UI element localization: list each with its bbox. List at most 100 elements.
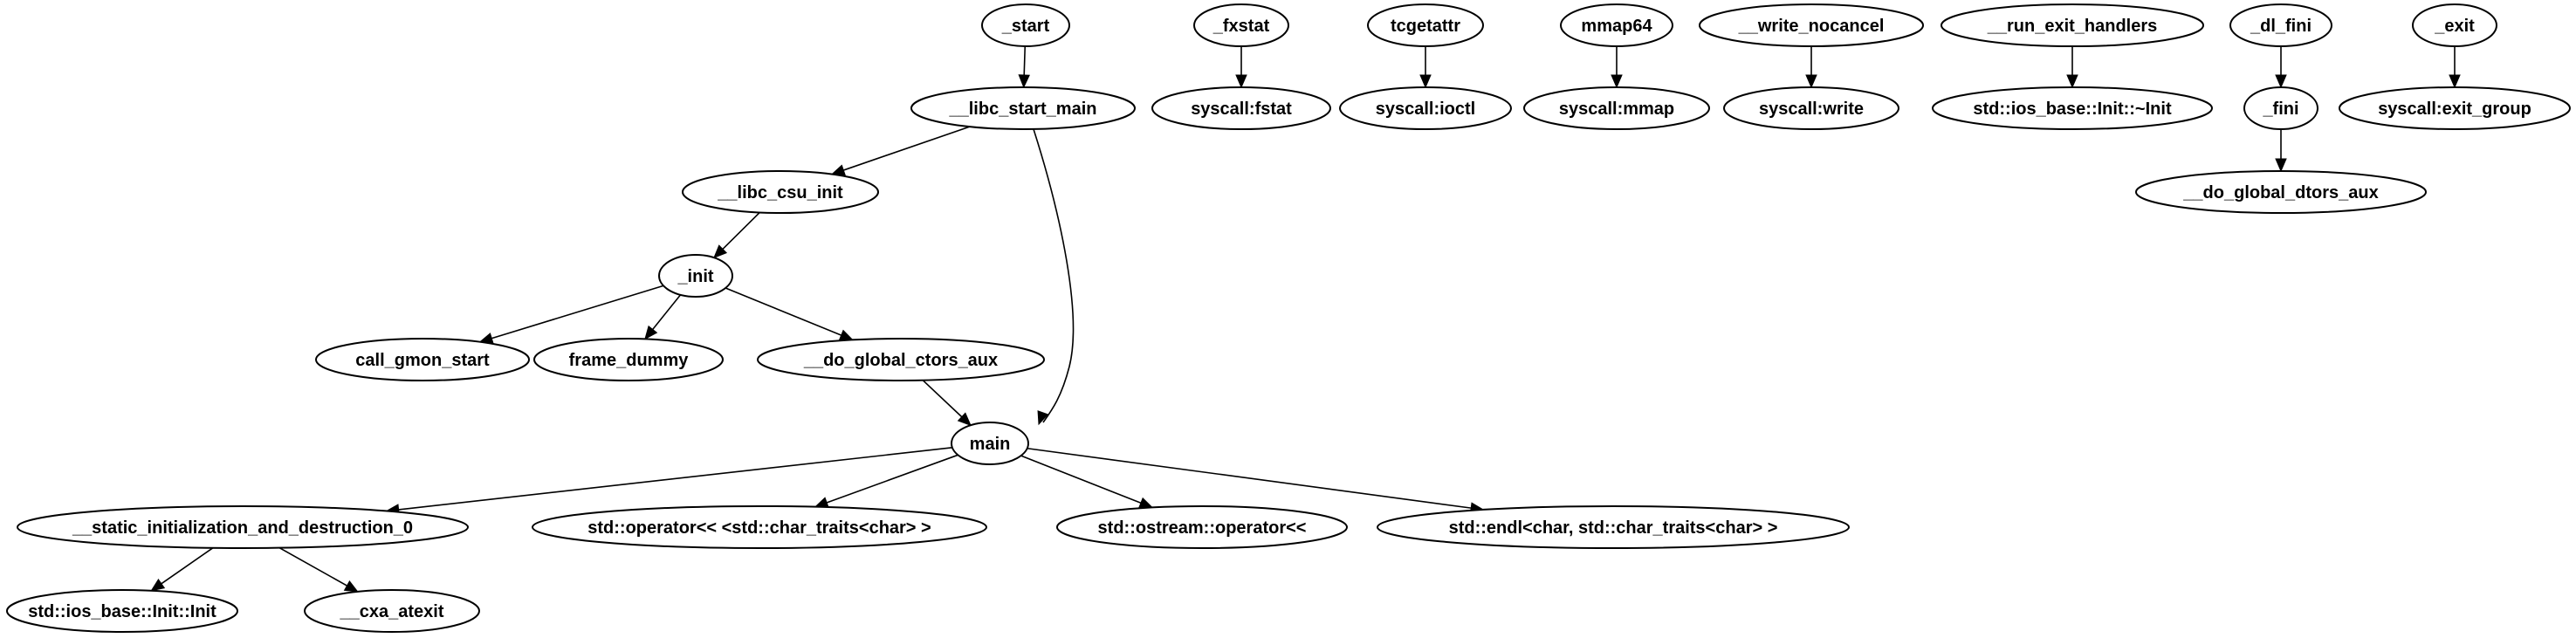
node-libc-csu-init-ellipse [682,170,879,214]
edge-libc-start-main-to-main [1033,128,1075,426]
edge-run-exit-handlers-to-ios-init-dtor-arrowhead [2066,74,2078,89]
node-ios-init-dtor-ellipse [1932,86,2213,130]
edge-do-global-ctors-aux-to-main-arrowhead [957,412,972,427]
node-sys-exit-group-label: syscall:exit_group [2378,99,2531,119]
edge-start-to-libc-start-main-line [1023,45,1027,78]
node-cxa-atexit: __cxa_atexit [304,589,480,633]
node-run-exit-handlers-label: __run_exit_handlers [1987,17,2158,36]
node-run-exit-handlers: __run_exit_handlers [1941,3,2204,47]
node-fini-label: _fini [2262,99,2298,119]
node-run-exit-handlers-ellipse [1941,3,2204,47]
node-cxa-atexit-label: __cxa_atexit [340,602,444,621]
node-ostream-op-ellipse [1056,505,1348,549]
edge-static-init-to-ios-init-arrowhead [150,578,166,592]
edge-dl-fini-to-fini [2275,46,2287,89]
node-endl: std::endl<char, std::char_traits<char> > [1377,505,1850,549]
edge-init-to-frame-dummy [644,294,682,340]
edge-tcgetattr-to-sys-ioctl [1419,46,1432,89]
edge-fini-to-do-global-dtors-aux [2275,129,2287,173]
edge-main-to-ostream-op-line [1020,455,1144,504]
node-dl-fini-label: _dl_fini [2250,17,2312,36]
edge-libc-start-main-to-main-line [1033,128,1075,423]
edge-write-nocancel-to-sys-write-arrowhead [1805,74,1817,89]
node-sys-mmap: syscall:mmap [1523,86,1710,130]
edge-mmap64-to-sys-mmap [1611,46,1623,89]
node-fini: _fini [2243,86,2318,130]
edge-main-to-static-init [385,447,952,516]
edge-init-to-call-gmon-start-line [490,285,664,340]
edge-static-init-to-cxa-atexit-line [278,546,349,587]
node-fini-ellipse [2243,86,2318,130]
node-start: _start [981,3,1070,47]
edge-libc-start-main-to-main-arrowhead [1037,410,1049,426]
node-sys-ioctl-label: syscall:ioctl [1376,99,1476,119]
node-libc-start-main-label: __libc_start_main [949,99,1097,119]
node-exit-label: _exit [2434,17,2475,36]
node-sys-write: syscall:write [1723,86,1899,130]
edge-libc-csu-init-to-init [713,211,760,259]
node-do-global-ctors-aux: __do_global_ctors_aux [757,338,1045,381]
node-do-global-ctors-aux-ellipse [757,338,1045,381]
edge-write-nocancel-to-sys-write [1805,46,1817,89]
edge-libc-csu-init-to-init-line [720,211,760,251]
edge-main-to-endl [1027,447,1485,514]
edge-main-to-op-shift-str-line [824,454,958,504]
node-fxstat-ellipse [1193,3,1289,47]
edge-fini-to-do-global-dtors-aux-arrowhead [2275,158,2287,173]
node-sys-exit-group: syscall:exit_group [2339,86,2571,130]
node-static-init: __static_initialization_and_destruction_… [17,505,469,549]
node-op-shift-str-label: std::operator<< <std::char_traits<char> … [587,518,931,538]
edge-static-init-to-ios-init [150,547,214,592]
node-call-gmon-start-label: call_gmon_start [355,351,490,370]
node-tcgetattr-label: tcgetattr [1391,17,1460,36]
edge-start-to-libc-start-main [1018,45,1030,89]
edge-do-global-ctors-aux-to-main [922,380,972,427]
node-ostream-op-label: std::ostream::operator<< [1098,518,1307,538]
edge-static-init-to-ios-init-line [159,547,214,586]
node-mmap64-ellipse [1560,3,1673,47]
node-endl-ellipse [1377,505,1850,549]
node-sys-ioctl-ellipse [1339,86,1512,130]
node-dl-fini: _dl_fini [2229,3,2332,47]
node-fxstat: _fxstat [1193,3,1289,47]
edge-fxstat-to-sys-fstat-arrowhead [1235,74,1247,89]
edge-libc-start-main-to-libc-csu-init [830,126,971,176]
node-start-ellipse [981,3,1070,47]
node-libc-start-main: __libc_start_main [910,86,1136,130]
node-call-gmon-start: call_gmon_start [315,338,530,381]
node-dl-fini-ellipse [2229,3,2332,47]
node-init-label: _init [677,267,713,286]
node-sys-exit-group-ellipse [2339,86,2571,130]
node-sys-write-ellipse [1723,86,1899,130]
node-init: _init [658,254,733,298]
node-exit-ellipse [2412,3,2497,47]
node-libc-csu-init-label: __libc_csu_init [717,183,843,202]
edge-init-to-do-global-ctors-aux-line [725,287,843,337]
node-main-ellipse [951,422,1029,465]
node-do-global-dtors-aux-ellipse [2135,170,2427,214]
node-sys-fstat: syscall:fstat [1151,86,1331,130]
edge-run-exit-handlers-to-ios-init-dtor [2066,46,2078,89]
edge-do-global-ctors-aux-to-main-line [922,380,964,419]
edge-init-to-frame-dummy-arrowhead [644,325,658,340]
node-ios-init: std::ios_base::Init::Init [6,589,238,633]
node-op-shift-str: std::operator<< <std::char_traits<char> … [532,505,987,549]
node-sys-write-label: syscall:write [1759,99,1864,119]
node-fxstat-label: _fxstat [1212,17,1270,36]
node-tcgetattr: tcgetattr [1367,3,1484,47]
node-frame-dummy-ellipse [533,338,724,381]
node-main-label: main [970,435,1011,454]
node-op-shift-str-ellipse [532,505,987,549]
edge-main-to-static-init-line [396,447,952,511]
node-ios-init-dtor-label: std::ios_base::Init::~Init [1973,99,2172,119]
edge-static-init-to-cxa-atexit-arrowhead [343,580,359,593]
node-endl-label: std::endl<char, std::char_traits<char> > [1449,518,1778,538]
edge-fxstat-to-sys-fstat [1235,46,1247,89]
node-init-ellipse [658,254,733,298]
node-cxa-atexit-ellipse [304,589,480,633]
node-ios-init-label: std::ios_base::Init::Init [28,602,216,621]
node-ostream-op: std::ostream::operator<< [1056,505,1348,549]
edge-dl-fini-to-fini-arrowhead [2275,74,2287,89]
edge-libc-start-main-to-libc-csu-init-line [841,126,971,172]
